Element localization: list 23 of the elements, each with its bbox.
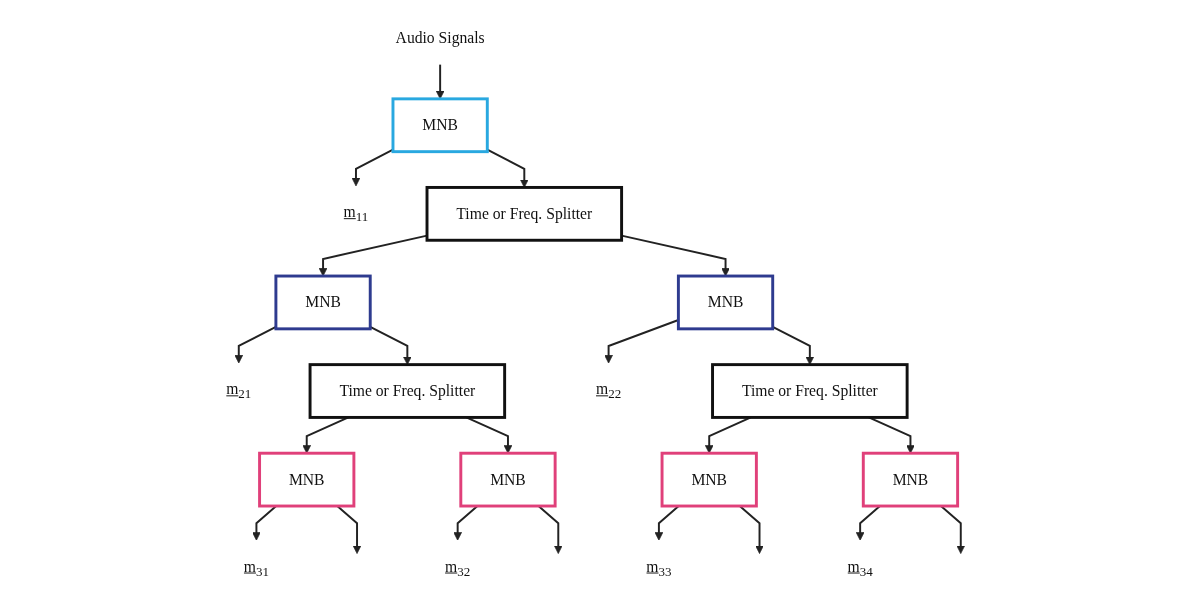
node-box: MNB xyxy=(258,451,356,508)
node-box: Time or Freq. Splitter xyxy=(308,363,507,419)
node-text: m$_{34}$ xyxy=(847,557,873,579)
arrow xyxy=(771,325,815,365)
node-box: MNB xyxy=(459,451,557,508)
node-box: MNB xyxy=(274,274,372,331)
node-box: MNB xyxy=(676,274,775,331)
node-box: MNB xyxy=(391,97,489,154)
node-text: Audio Signals xyxy=(395,29,485,47)
node-box: MNB xyxy=(861,451,960,508)
arrow xyxy=(351,148,394,187)
node-text: m$_{31}$ xyxy=(243,557,270,579)
node-text: m$_{22}$ xyxy=(596,380,622,402)
node-box: Time or Freq. Splitter xyxy=(425,186,624,242)
node-text: m$_{11}$ xyxy=(343,203,369,225)
arrow xyxy=(234,325,277,364)
node-text: m$_{33}$ xyxy=(646,557,672,579)
arrow xyxy=(369,325,412,365)
node-box: Time or Freq. Splitter xyxy=(711,363,909,419)
node-text: m$_{21}$ xyxy=(226,380,252,402)
arrow xyxy=(486,148,529,188)
node-box: MNB xyxy=(660,451,758,508)
node-text: m$_{32}$ xyxy=(445,557,471,579)
